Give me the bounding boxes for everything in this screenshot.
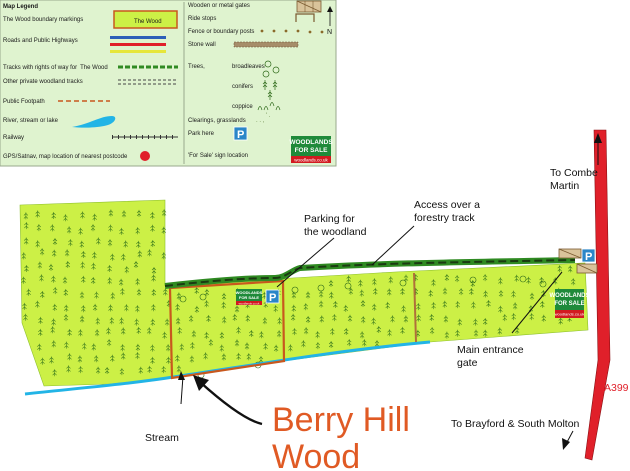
svg-text:WOODLANDS: WOODLANDS — [289, 139, 333, 146]
wood-name-line-1: Berry Hill — [272, 401, 410, 439]
wood-arrow-head-icon — [193, 375, 209, 391]
parking-icon-road: P — [581, 248, 596, 263]
label-parking-1: Parking for — [304, 213, 355, 225]
label-parking-2: the woodland — [304, 226, 367, 238]
legend-roads: Roads and Public Highways — [3, 38, 78, 44]
legend-river-sample — [72, 116, 116, 128]
legend-for-sale-sign: 'For Sale' sign location — [188, 153, 248, 159]
label-main-gate-2: gate — [457, 357, 478, 369]
svg-text:WOODLANDS: WOODLANDS — [550, 293, 590, 299]
gate-icon — [296, 0, 322, 13]
svg-text:P: P — [269, 292, 276, 304]
label-combe-2: Martin — [550, 180, 579, 192]
legend-trees: Trees, — [188, 64, 205, 70]
for-sale-sign-main: WOODLANDS FOR SALE woodlands.co.uk — [550, 289, 590, 318]
arrow-heads — [178, 133, 602, 450]
legend-private-tracks: Other private woodland tracks — [3, 79, 83, 85]
for-sale-sign-icon: WOODLANDS FOR SALE woodlands.co.uk — [289, 136, 333, 163]
label-main-gate-1: Main entrance — [457, 344, 524, 356]
svg-text:WOODLANDS: WOODLANDS — [236, 290, 263, 295]
legend-conifers: conifers — [232, 84, 253, 90]
legend-coppice: coppice — [232, 104, 253, 110]
legend-gates: Wooden or metal gates — [188, 3, 250, 9]
conifer-tree-icon — [262, 80, 278, 100]
legend-park-here: Park here — [188, 131, 215, 137]
svg-text:FOR SALE: FOR SALE — [295, 147, 329, 154]
svg-text:woodlands.co.uk: woodlands.co.uk — [294, 158, 328, 163]
for-sale-sign-parking: WOODLANDS FOR SALE woodlands.co.uk — [236, 289, 263, 305]
coppice-icon — [257, 102, 281, 111]
gate-icon-road — [576, 263, 598, 274]
access-track-dash — [164, 259, 576, 287]
svg-text:' .: ' . — [266, 113, 271, 119]
svg-text:The Wood: The Wood — [134, 19, 162, 25]
legend-river: River, stream or lake — [3, 118, 59, 124]
legend-stone-wall: Stone wall — [188, 42, 216, 48]
legend-boundary-sample: The Wood — [113, 10, 178, 29]
stone-wall-icon — [233, 41, 299, 48]
legend-boundary: The Wood boundary markings — [3, 17, 83, 23]
wood-boundary — [168, 279, 286, 380]
svg-text:P: P — [237, 129, 244, 141]
wood-arrow-icon — [199, 381, 263, 426]
legend-title: Map Legend — [3, 4, 38, 10]
label-access-2: forestry track — [414, 212, 475, 224]
legend-broadleaves: broadleaves — [232, 64, 265, 70]
parking-icon-map: P — [265, 289, 280, 304]
fence-posts-icon — [260, 29, 324, 34]
legend-railway: Railway — [3, 135, 24, 141]
svg-text:. . ,: . . , — [256, 118, 265, 124]
wood-name-line-2: Wood — [272, 438, 360, 471]
svg-text:woodlands.co.uk: woodlands.co.uk — [239, 301, 260, 305]
legend-footpath: Public Footpath — [3, 99, 45, 105]
svg-text:woodlands.co.uk: woodlands.co.uk — [555, 312, 585, 317]
legend-private-tracks-sample — [118, 79, 178, 85]
legend-roads-sample — [110, 36, 166, 53]
broadleaf-tree-icon — [262, 60, 280, 78]
label-combe-1: To Combe — [550, 167, 598, 179]
legend-ride-stops: Ride stops — [188, 16, 216, 22]
svg-text:P: P — [585, 251, 592, 263]
parking-icon: P — [233, 126, 248, 141]
grassland-icon: . . , ' . — [256, 113, 271, 124]
legend-fence-posts: Fence or boundary posts — [188, 29, 254, 35]
label-road: A399 — [604, 382, 629, 394]
tree-texture — [21, 209, 577, 379]
inner-boundary — [413, 272, 417, 343]
label-access-1: Access over a — [414, 199, 480, 211]
gps-marker-icon — [140, 151, 150, 161]
svg-text:N: N — [327, 29, 332, 36]
gate-icon-entrance — [558, 248, 582, 259]
north-arrow-icon: N — [327, 6, 333, 36]
svg-text:FOR SALE: FOR SALE — [239, 295, 260, 300]
legend-gps: GPS/Satnav, map location of nearest post… — [3, 154, 128, 160]
label-stream: Stream — [145, 432, 179, 444]
a399-road — [584, 129, 611, 461]
label-brayford: To Brayford & South Molton — [451, 418, 580, 430]
legend-clearings: Clearings, grasslands — [188, 118, 246, 124]
map-legend: Map Legend The Wood boundary markings Th… — [0, 0, 337, 167]
ride-stop-icon — [295, 13, 315, 22]
svg-text:FOR SALE: FOR SALE — [554, 301, 584, 307]
